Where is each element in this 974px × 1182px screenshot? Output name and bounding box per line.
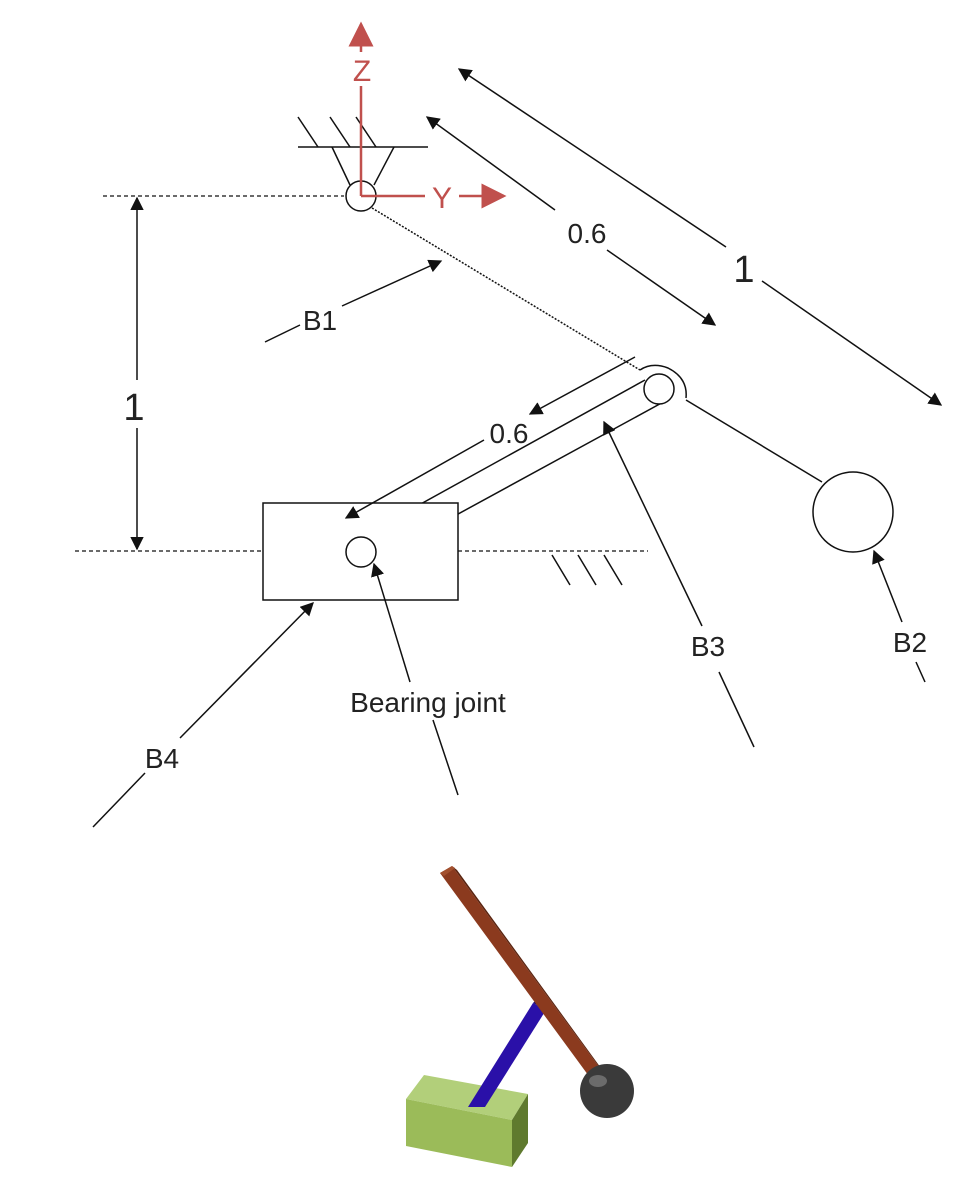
pendulum-rod [371, 207, 823, 483]
slider-ground-hatch [551, 554, 623, 586]
mass-ball [812, 471, 894, 553]
body-label-b1: B1 [303, 305, 337, 336]
bearing-joint-circle [345, 536, 377, 568]
top-ground-support [297, 116, 428, 186]
reference-lines [75, 195, 648, 552]
rendered-3d-model [406, 866, 634, 1167]
z-axis-label: Z [353, 55, 371, 88]
middle-joint [643, 373, 675, 405]
label-leaders [92, 259, 926, 828]
dimension-b3-length: 0.6 [490, 418, 529, 449]
dimension-vertical-offset: 1 [123, 387, 144, 429]
y-axis-label: Y [432, 182, 452, 215]
dimension-total-length: 1 [733, 249, 754, 291]
dimension-arrows [130, 68, 943, 551]
body-label-b4: B4 [145, 743, 179, 774]
rendered-connecting-link [468, 1003, 546, 1107]
bearing-joint-label: Bearing joint [350, 687, 506, 718]
rendered-pendulum-rod [440, 866, 602, 1079]
rendered-mass-ball [580, 1064, 634, 1118]
body-label-b2: B2 [893, 627, 927, 658]
rendered-slider-block [406, 1075, 528, 1167]
body-label-b3: B3 [691, 631, 725, 662]
dimension-b1-length: 0.6 [568, 218, 607, 249]
